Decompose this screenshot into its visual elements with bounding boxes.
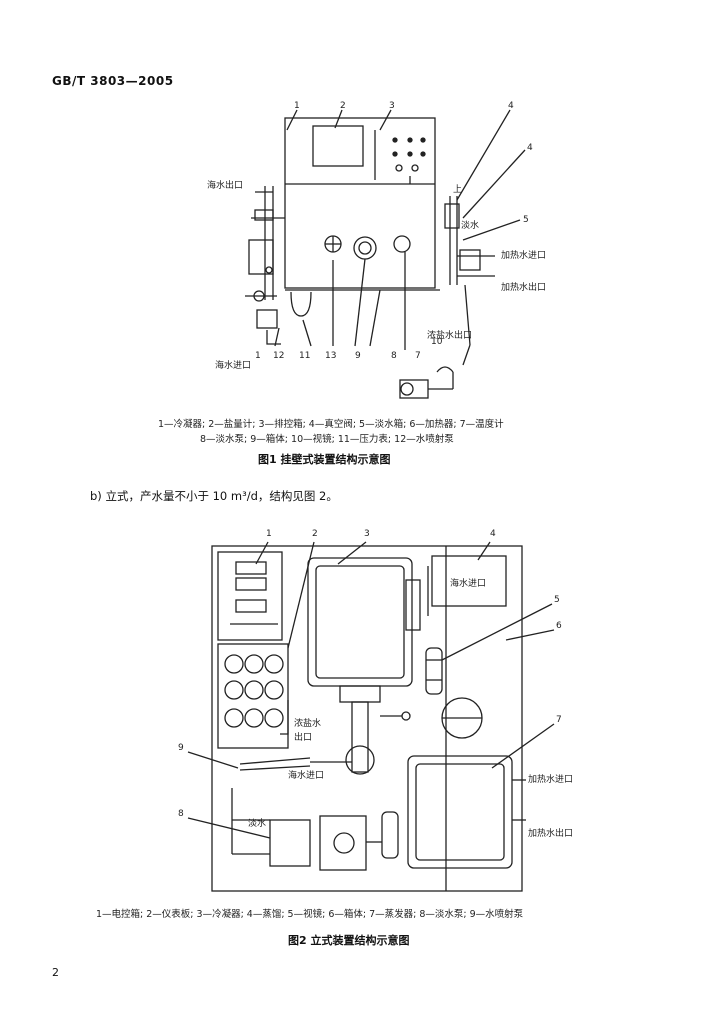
fig1-label-freshwater: 淡水 bbox=[461, 219, 479, 231]
fig2-label-hot-out: 加热水出口 bbox=[528, 827, 573, 839]
figure1-gauge-2 bbox=[393, 235, 411, 253]
fig1-callout-1b: 1 bbox=[255, 351, 261, 361]
fig1-label-hot-in: 加热水进口 bbox=[501, 249, 546, 261]
figure2-control-cabinet bbox=[217, 551, 283, 641]
figure2-title: 图2 立式装置结构示意图 bbox=[288, 934, 410, 947]
fig1-callout-4b: 4 bbox=[527, 143, 533, 153]
fig1-callout-2: 2 bbox=[340, 101, 346, 111]
fig2-label-hot-in: 加热水进口 bbox=[528, 773, 573, 785]
fig2-callout-5: 5 bbox=[554, 595, 560, 605]
figure2-evaporator bbox=[407, 755, 513, 869]
figure1-legend-line2: 8—淡水泵; 9—箱体; 10—视镜; 11—压力表; 12—水喷射泵 bbox=[200, 434, 454, 445]
fig1-callout-7: 7 bbox=[415, 351, 421, 361]
standard-number: GB/T 3803—2005 bbox=[52, 74, 174, 88]
figure1-drawing: 1 2 3 4 4 5 12 11 13 9 8 7 1 10 海水出口 海水进… bbox=[207, 101, 546, 399]
fig1-label-hot-out: 加热水出口 bbox=[501, 281, 546, 293]
fig2-label-brine-a: 浓盐水 bbox=[294, 717, 321, 729]
figure2-legend: 1—电控箱; 2—仪表板; 3—冷凝器; 4—蒸馏; 5—视镜; 6—箱体; 7… bbox=[96, 909, 524, 920]
figure1-cabinet bbox=[284, 117, 436, 289]
fig2-callout-9: 9 bbox=[178, 743, 184, 753]
figure2-sight-glass bbox=[425, 647, 443, 695]
fig1-callout-12: 12 bbox=[273, 351, 284, 361]
figure2-seawater-inlet bbox=[431, 555, 507, 607]
fig1-label-seawater-in: 海水进口 bbox=[215, 359, 251, 371]
fig1-callout-10: 10 bbox=[431, 337, 443, 347]
fig2-label-seawater-in: 海水进口 bbox=[450, 577, 486, 589]
fig1-callout-5: 5 bbox=[523, 215, 529, 225]
fig2-callout-6: 6 bbox=[556, 621, 562, 631]
figure2-instrument-panel bbox=[217, 643, 289, 749]
paragraph-b: b) 立式，产水量不小于 10 m³/d，结构见图 2。 bbox=[90, 489, 338, 503]
figure1-legend-line1: 1—冷凝器; 2—盐量计; 3—排控箱; 4—真空阀; 5—淡水箱; 6—加热器… bbox=[158, 419, 504, 430]
fig2-label-freshwater: 淡水 bbox=[248, 817, 266, 829]
fig2-label-brine-b: 出口 bbox=[294, 731, 312, 743]
fig2-callout-4: 4 bbox=[490, 529, 496, 539]
fig1-callout-1: 1 bbox=[294, 101, 300, 111]
figure2-frame bbox=[211, 545, 523, 892]
fig1-callout-8: 8 bbox=[391, 351, 397, 361]
figure1-pump bbox=[399, 379, 429, 399]
fig2-callout-3: 3 bbox=[364, 529, 370, 539]
figure2-condenser bbox=[307, 557, 413, 687]
figure1-freshwater-tank bbox=[444, 203, 460, 229]
page-number: 2 bbox=[52, 966, 59, 979]
fig1-callout-13: 13 bbox=[325, 351, 336, 361]
figure1-sight-glass bbox=[353, 236, 377, 260]
fig1-label-brine-out: 浓盐水出口 bbox=[427, 329, 472, 341]
fig1-label-seawater-out: 海水出口 bbox=[207, 179, 243, 191]
fig2-callout-2: 2 bbox=[312, 529, 318, 539]
fig2-label-seawater-in2: 海水进口 bbox=[288, 769, 324, 781]
figure2-pump bbox=[269, 819, 311, 867]
fig2-callout-8: 8 bbox=[178, 809, 184, 819]
fig1-callout-9: 9 bbox=[355, 351, 361, 361]
fig1-callout-11: 11 bbox=[299, 351, 310, 361]
fig1-label-top: 上 bbox=[453, 184, 462, 195]
figure1-title: 图1 挂壁式装置结构示意图 bbox=[258, 453, 391, 466]
fig2-callout-7: 7 bbox=[556, 715, 562, 725]
fig1-callout-4: 4 bbox=[508, 101, 514, 111]
fig1-callout-3: 3 bbox=[389, 101, 395, 111]
figure2-drawing: 1 2 3 4 5 6 7 8 9 海水进口 浓盐水 出口 海水进口 淡水 加热… bbox=[178, 529, 573, 892]
fig2-callout-1: 1 bbox=[266, 529, 272, 539]
figure1-display bbox=[312, 125, 364, 167]
